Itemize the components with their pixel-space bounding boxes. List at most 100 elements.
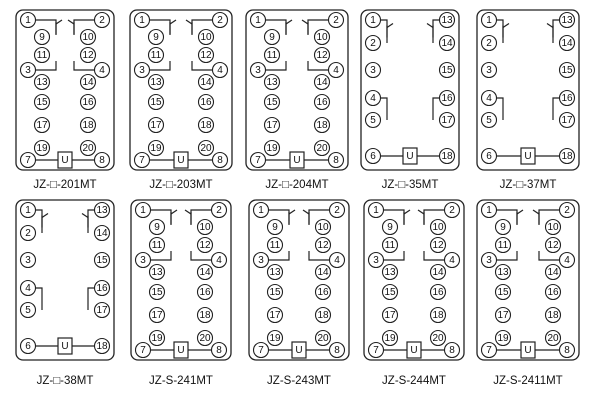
terminal-left-3: 4 <box>364 89 382 107</box>
terminal-circle <box>438 89 456 107</box>
terminal-right-4: 14 <box>544 263 562 281</box>
terminal-left-8: 7 <box>249 151 267 169</box>
contact-wire <box>538 251 560 261</box>
terminal-number: 1 <box>140 205 146 216</box>
terminal-number: 4 <box>99 65 105 76</box>
terminal-circle <box>364 34 382 52</box>
terminal-circle <box>328 251 346 269</box>
terminal-circle <box>266 263 284 281</box>
terminal-number: 15 <box>269 287 281 298</box>
terminal-right-3: 4 <box>443 251 461 269</box>
terminal-number: 7 <box>258 345 264 356</box>
terminal-circle <box>33 73 51 91</box>
terminal-number: 17 <box>266 120 278 131</box>
contact-blade <box>426 23 434 28</box>
terminal-circle <box>133 151 151 169</box>
coil-symbol: U <box>524 151 531 162</box>
contact-wire <box>432 97 440 120</box>
terminal-number: 16 <box>441 93 453 104</box>
terminal-circle <box>328 341 346 359</box>
terminal-right-1: 10 <box>313 28 331 46</box>
relay-frame <box>15 9 115 171</box>
terminal-circle <box>79 139 97 157</box>
terminal-right-7: 20 <box>79 139 97 157</box>
terminal-circle <box>19 61 37 79</box>
contact-blade <box>502 23 510 28</box>
terminal-circle <box>249 151 267 169</box>
terminal-circle <box>480 111 498 129</box>
terminal-number: 14 <box>441 38 453 49</box>
terminal-right-3: 16 <box>93 279 111 297</box>
terminal-right-0: 2 <box>93 11 111 29</box>
terminal-circle <box>443 341 461 359</box>
terminal-number: 14 <box>547 267 559 278</box>
terminal-number: 14 <box>199 267 211 278</box>
terminal-left-2: 3 <box>364 61 382 79</box>
terminal-circle <box>19 151 37 169</box>
terminal-right-2: 15 <box>438 61 456 79</box>
terminal-right-0: 13 <box>93 201 111 219</box>
terminal-circle <box>266 236 284 254</box>
coil-symbol: U <box>61 341 68 352</box>
terminal-circle <box>494 329 512 347</box>
terminal-right-7: 20 <box>544 329 562 347</box>
terminal-left-0: 1 <box>480 201 498 219</box>
contact-blade <box>386 23 394 28</box>
coil-symbol: U <box>406 151 413 162</box>
terminal-left-4: 13 <box>494 263 512 281</box>
terminal-number: 17 <box>150 120 162 131</box>
terminal-circle <box>438 61 456 79</box>
terminal-circle <box>544 329 562 347</box>
terminal-left-6: 17 <box>263 116 281 134</box>
terminal-left-4: 13 <box>263 73 281 91</box>
terminal-number: 3 <box>373 255 379 266</box>
terminal-circle <box>443 251 461 269</box>
terminal-number: 13 <box>269 267 281 278</box>
terminal-circle <box>429 263 447 281</box>
coil-box <box>57 151 73 169</box>
terminal-number: 3 <box>255 65 261 76</box>
terminal-number: 13 <box>150 77 162 88</box>
terminal-number: 10 <box>316 32 328 43</box>
terminal-number: 1 <box>25 205 31 216</box>
terminal-right-2: 15 <box>93 251 111 269</box>
terminal-left-1: 2 <box>364 34 382 52</box>
terminal-circle <box>93 224 111 242</box>
terminal-circle <box>263 73 281 91</box>
terminal-number: 13 <box>266 77 278 88</box>
terminal-right-6: 18 <box>314 306 332 324</box>
terminal-number: 19 <box>150 143 162 154</box>
terminal-number: 11 <box>37 50 48 61</box>
terminal-circle <box>364 111 382 129</box>
terminal-right-0: 2 <box>211 11 229 29</box>
coil-symbol: U <box>177 345 184 356</box>
terminal-right-3: 16 <box>558 89 576 107</box>
terminal-number: 9 <box>39 32 45 43</box>
relay-frame <box>245 9 349 171</box>
terminal-circle <box>544 306 562 324</box>
terminal-circle <box>19 201 37 219</box>
terminal-right-3: 4 <box>210 251 228 269</box>
terminal-left-8: 7 <box>367 341 385 359</box>
terminal-number: 19 <box>266 143 278 154</box>
terminal-number: 8 <box>333 155 339 166</box>
terminal-circle <box>147 139 165 157</box>
terminal-left-2: 11 <box>33 46 51 64</box>
contact-blade <box>302 209 310 215</box>
terminal-right-4: 14 <box>79 73 97 91</box>
terminal-number: 4 <box>334 255 340 266</box>
contact-wire <box>308 251 330 261</box>
terminal-circle <box>79 46 97 64</box>
terminal-circle <box>93 11 111 29</box>
terminal-number: 18 <box>96 341 108 352</box>
terminal-right-0: 2 <box>558 201 576 219</box>
terminal-number: 14 <box>316 77 328 88</box>
terminal-right-3: 16 <box>438 89 456 107</box>
terminal-circle <box>93 301 111 319</box>
contact-blade <box>288 209 296 215</box>
relay-model-label: JZ-□-38MT <box>37 375 94 387</box>
terminal-left-2: 11 <box>148 236 166 254</box>
